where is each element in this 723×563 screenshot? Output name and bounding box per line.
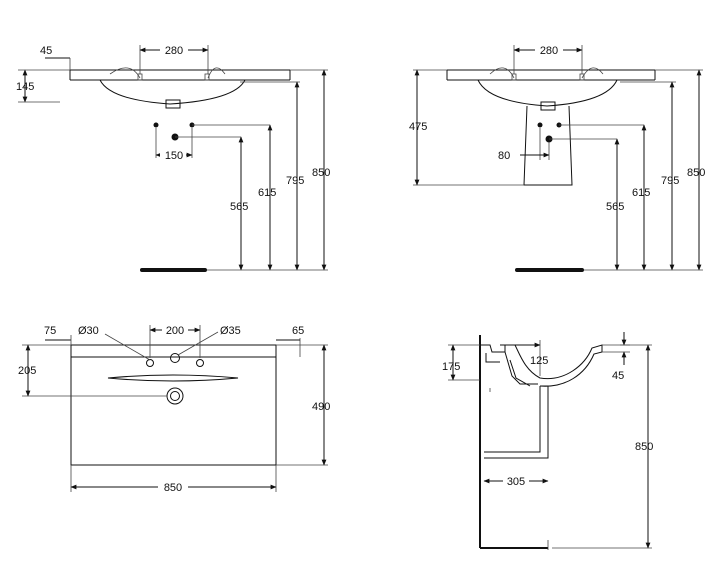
dim-left-edge: 75 bbox=[44, 325, 56, 337]
dim-h-615-2: 615 bbox=[632, 187, 650, 199]
dim-h-565-2: 565 bbox=[606, 201, 624, 213]
pedestal-elevation-view: 280 475 80 565 615 795 850 bbox=[409, 43, 705, 272]
side-section-view: 175 125 45 305 850 bbox=[442, 332, 653, 550]
dim-projection: 305 bbox=[507, 476, 525, 488]
dim-h-795: 795 bbox=[286, 175, 304, 187]
dim-offset: 80 bbox=[498, 150, 510, 162]
dim-depth-to-hole: 205 bbox=[18, 365, 36, 377]
dim-tap-spacing: 280 bbox=[165, 45, 183, 57]
dim-depth: 145 bbox=[16, 81, 34, 93]
dim-right-hole: Ø35 bbox=[220, 325, 241, 337]
dim-edge: 45 bbox=[40, 45, 52, 57]
dim-plan-width: 850 bbox=[164, 482, 182, 494]
dim-left-hole: Ø30 bbox=[78, 325, 99, 337]
dim-pedestal: 475 bbox=[409, 121, 427, 133]
dim-h-850: 850 bbox=[312, 167, 330, 179]
dim-side-height: 850 bbox=[635, 441, 653, 453]
dim-right-edge: 65 bbox=[292, 325, 304, 337]
dim-h-850-2: 850 bbox=[687, 167, 705, 179]
dim-tap-spacing-2: 280 bbox=[540, 45, 558, 57]
front-elevation-view: 280 45 145 150 565 615 795 850 bbox=[16, 43, 330, 272]
dim-plan-depth: 490 bbox=[312, 401, 330, 413]
dim-hole-spacing: 200 bbox=[166, 325, 184, 337]
dim-rim: 175 bbox=[442, 361, 460, 373]
dim-h-615: 615 bbox=[258, 187, 276, 199]
dim-h-565: 565 bbox=[230, 201, 248, 213]
dim-waste-spacing: 150 bbox=[165, 150, 183, 162]
dim-h-795-2: 795 bbox=[661, 175, 679, 187]
plan-view: 75 Ø30 200 Ø35 65 205 490 850 bbox=[18, 324, 330, 494]
dim-lip: 45 bbox=[612, 370, 624, 382]
dim-inner: 125 bbox=[530, 355, 548, 367]
